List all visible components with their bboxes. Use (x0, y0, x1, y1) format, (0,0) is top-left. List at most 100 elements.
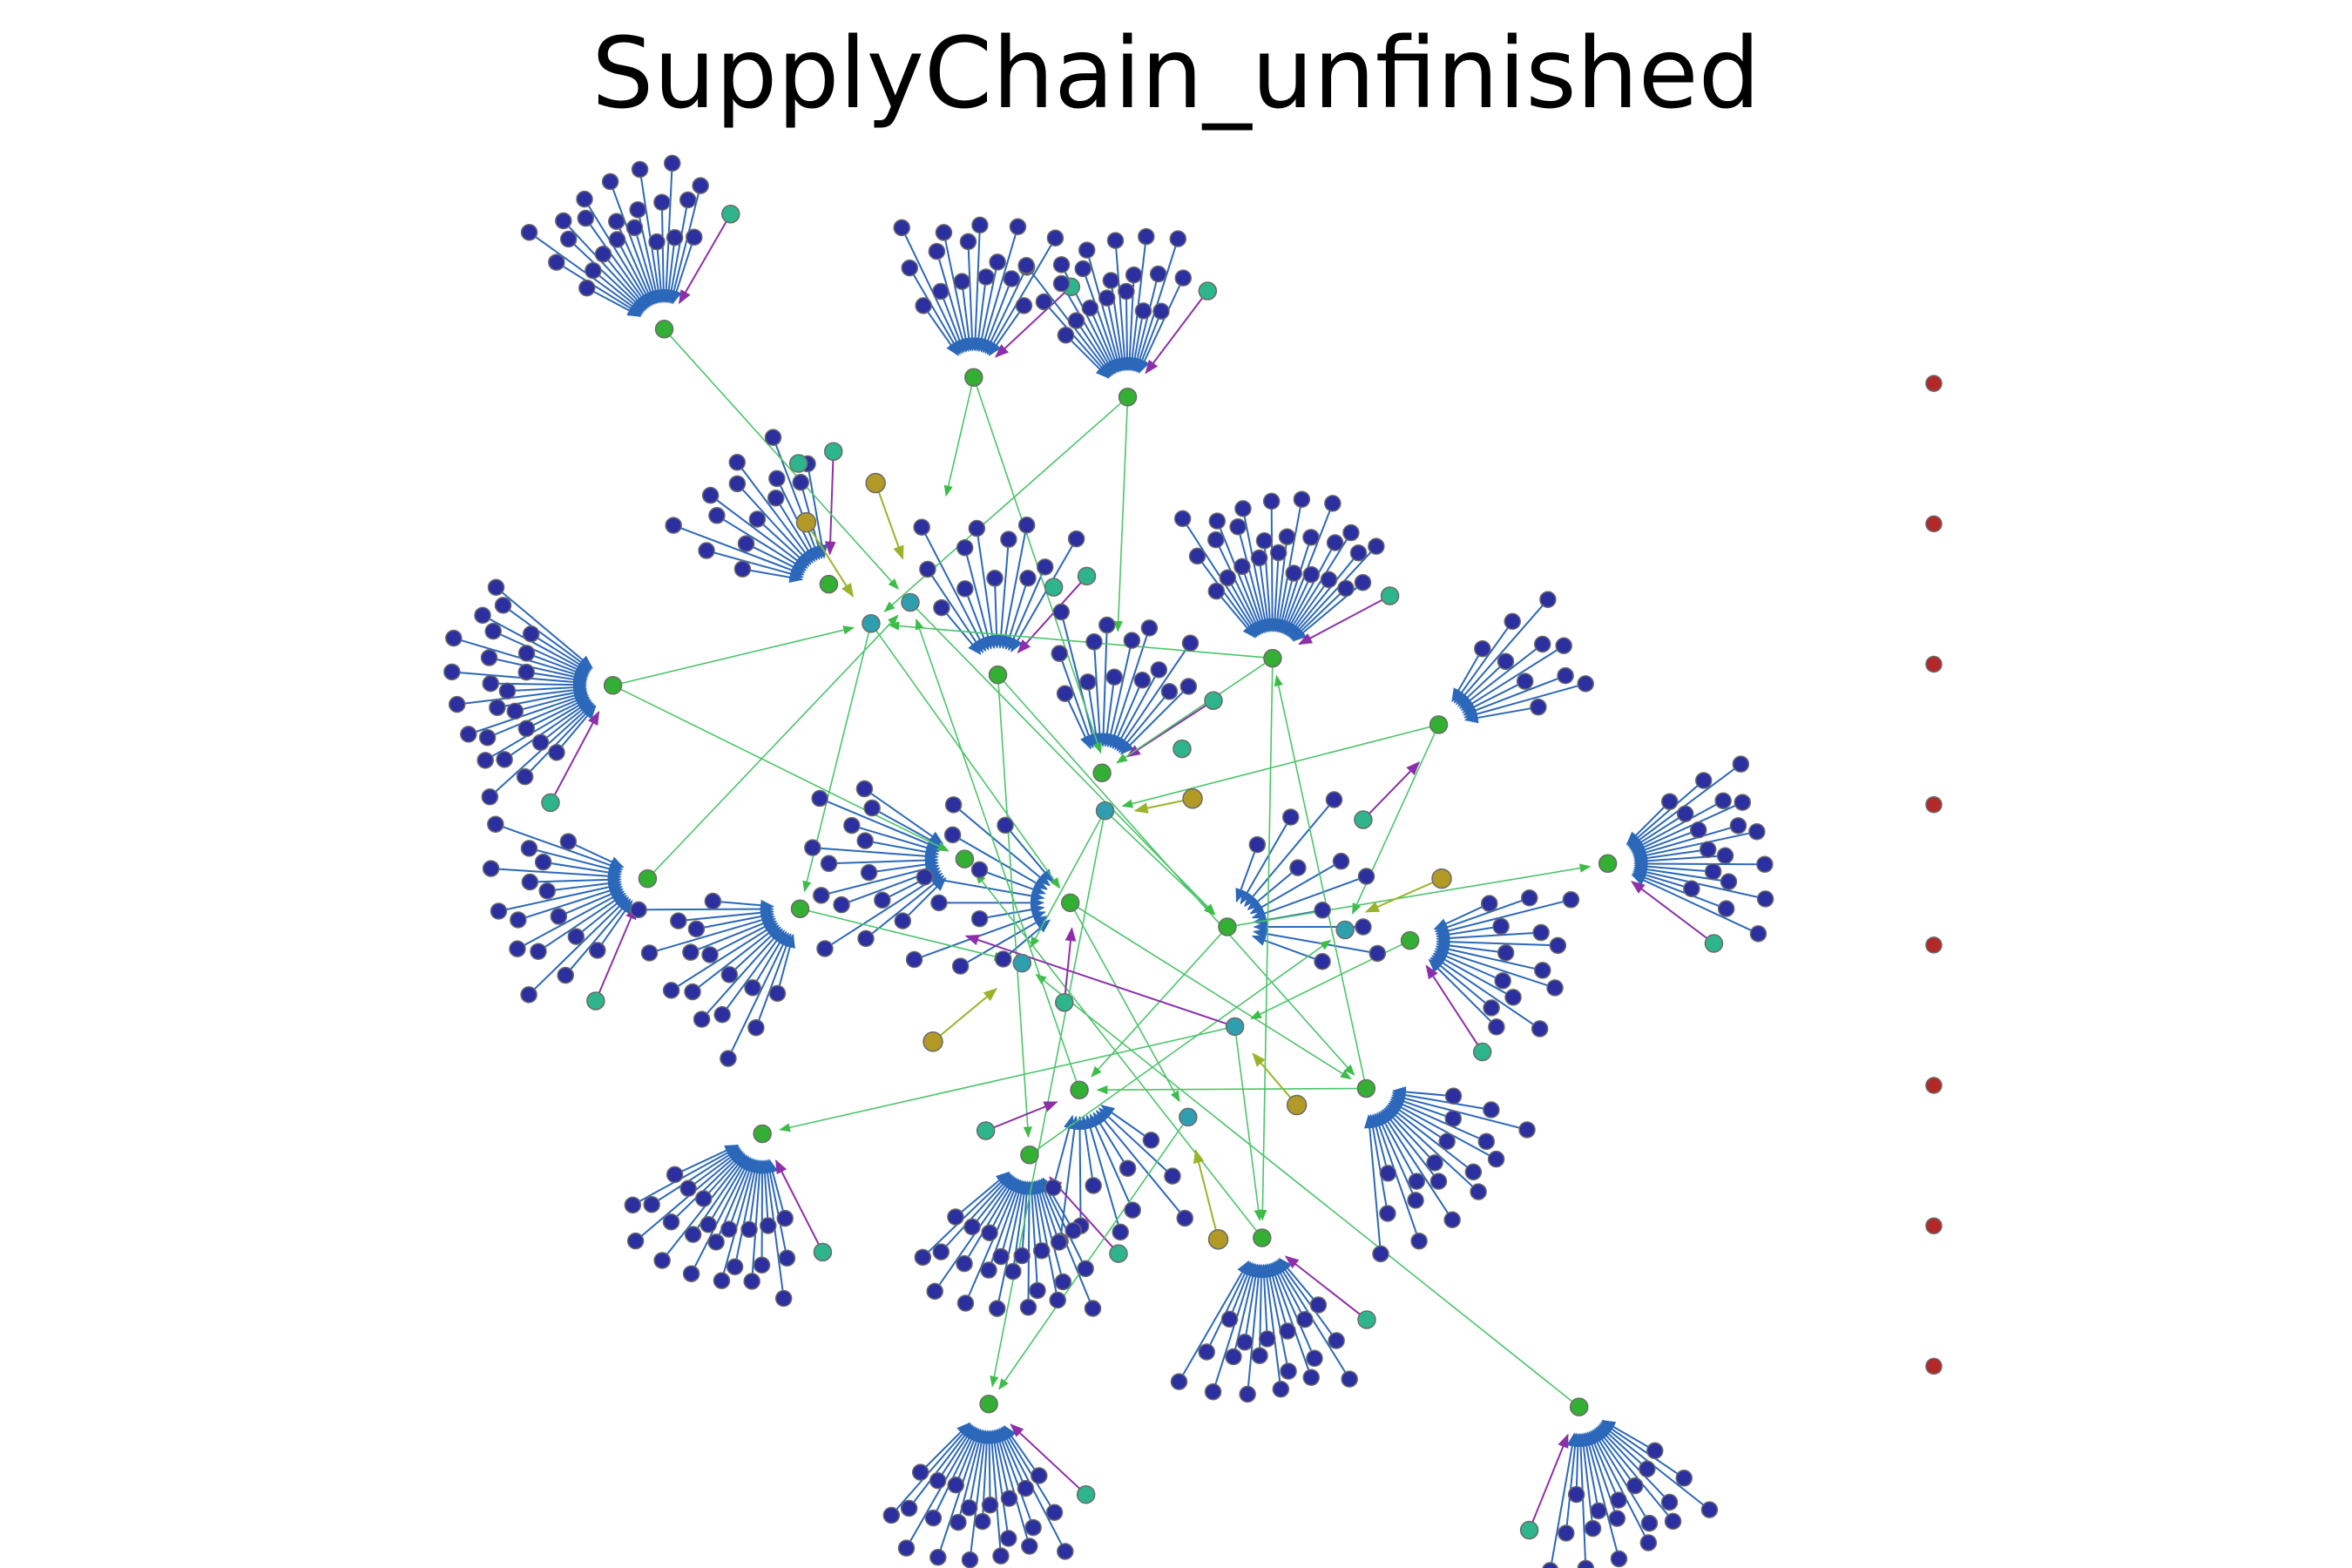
leaf-node (1052, 256, 1071, 274)
leaf-node (482, 674, 499, 693)
leaf-node (1748, 822, 1766, 841)
leaf-edge (919, 1422, 971, 1473)
leaf-edge (700, 928, 783, 1020)
leaf-edge (1386, 1104, 1474, 1173)
leaf-node (1258, 1330, 1276, 1348)
leaf-node (1328, 1332, 1345, 1349)
leaf-node (510, 911, 527, 929)
leaf-edge (1116, 642, 1192, 752)
supplier-node (976, 1121, 996, 1140)
leaf-edge (1010, 538, 1078, 653)
supplier-edge (985, 1101, 1058, 1132)
leaf-node (720, 1050, 737, 1067)
leaf-node (893, 219, 910, 237)
leaf-node (1035, 293, 1053, 311)
leaf-edge (1089, 1113, 1134, 1211)
leaf-edge (1114, 240, 1131, 372)
leaf-edge (1367, 1113, 1389, 1214)
network-edge (975, 872, 1263, 1239)
leaf-node (728, 453, 747, 471)
leaf-edge (1024, 1180, 1035, 1308)
leaf-node (607, 213, 625, 230)
leaf-node (1683, 880, 1700, 898)
leaf-edge (966, 241, 978, 352)
leaf-node (1314, 902, 1331, 919)
hub-node (1400, 930, 1420, 950)
leaf-edge (1550, 1432, 1578, 1568)
leaf-node (487, 815, 504, 833)
hub-node (1253, 1228, 1272, 1247)
leaf-node (1470, 1183, 1487, 1200)
leaf-node (567, 928, 585, 945)
leaf-edge (999, 524, 1028, 650)
supplier-edge (964, 934, 1235, 1028)
leaf-node (1717, 900, 1735, 917)
leaf-edge (1389, 1100, 1497, 1160)
leaf-node (521, 873, 539, 891)
network-edge (1258, 658, 1274, 1221)
depot-node (865, 472, 886, 494)
leaf-node (1269, 544, 1288, 562)
leaf-node (1262, 492, 1281, 510)
leaf-node (1320, 571, 1338, 589)
isolated-node (1925, 1357, 1943, 1375)
hub-node (1598, 854, 1618, 874)
leaf-edge (1571, 1432, 1584, 1495)
leaf-node (694, 1190, 713, 1207)
leaf-edge (727, 931, 789, 1059)
leaf-edge (1060, 612, 1098, 748)
leaf-edge (1251, 935, 1323, 963)
leaf-edge (632, 1146, 740, 1206)
leaf-node (1123, 632, 1141, 649)
leaf-node (1675, 1470, 1693, 1487)
leaf-node (682, 943, 700, 961)
leaf-node (1207, 582, 1226, 600)
leaf-node (1546, 979, 1564, 997)
leaf-edge (1428, 958, 1497, 1028)
leaf-node (1077, 1260, 1094, 1278)
leaf-edge (672, 524, 805, 576)
leaf-node (971, 216, 989, 234)
leaf-node (666, 1166, 684, 1184)
leaf-node (943, 826, 962, 844)
supplier-edge (1362, 761, 1421, 821)
network-edge (1030, 810, 1106, 949)
leaf-edge (592, 269, 645, 313)
leaf-edge (1121, 291, 1133, 372)
leaf-node (764, 429, 782, 446)
leaf-edge (1632, 872, 1727, 910)
nodes-layer (443, 154, 1943, 1568)
hub-node (955, 849, 975, 868)
leaf-node (977, 268, 995, 286)
hub-node (979, 1394, 998, 1414)
leaf-node (670, 912, 687, 929)
leaf-node (961, 1551, 979, 1568)
leaf-node (1057, 1543, 1074, 1560)
leaf-node (1067, 530, 1085, 548)
leaf-node (999, 1530, 1017, 1547)
leaf-node (1220, 1310, 1239, 1328)
isolated-node (1925, 375, 1943, 392)
leaf-edge (936, 1428, 982, 1558)
network-edge (990, 810, 1106, 1388)
leaf-node (776, 1209, 794, 1227)
leaf-node (997, 816, 1014, 835)
hub-node (790, 899, 810, 919)
leaf-node (1207, 531, 1225, 549)
leaf-node (1181, 634, 1200, 652)
leaf-node (1407, 1192, 1424, 1209)
depot-node (795, 511, 817, 533)
supplier-edge (775, 1159, 824, 1253)
network-edge (612, 685, 950, 852)
depot-edge (1252, 1052, 1298, 1106)
leaf-node (1542, 1562, 1558, 1568)
leaf-edge (1120, 686, 1190, 755)
leaf-node (900, 1499, 918, 1517)
supplier-edge (1528, 1433, 1569, 1531)
leaf-node (1480, 895, 1498, 912)
leaf-node (1314, 953, 1331, 970)
leaf-node (1024, 1518, 1042, 1537)
supplier-edge (1631, 881, 1715, 944)
leaf-node (576, 190, 593, 208)
leaf-node (698, 542, 715, 559)
